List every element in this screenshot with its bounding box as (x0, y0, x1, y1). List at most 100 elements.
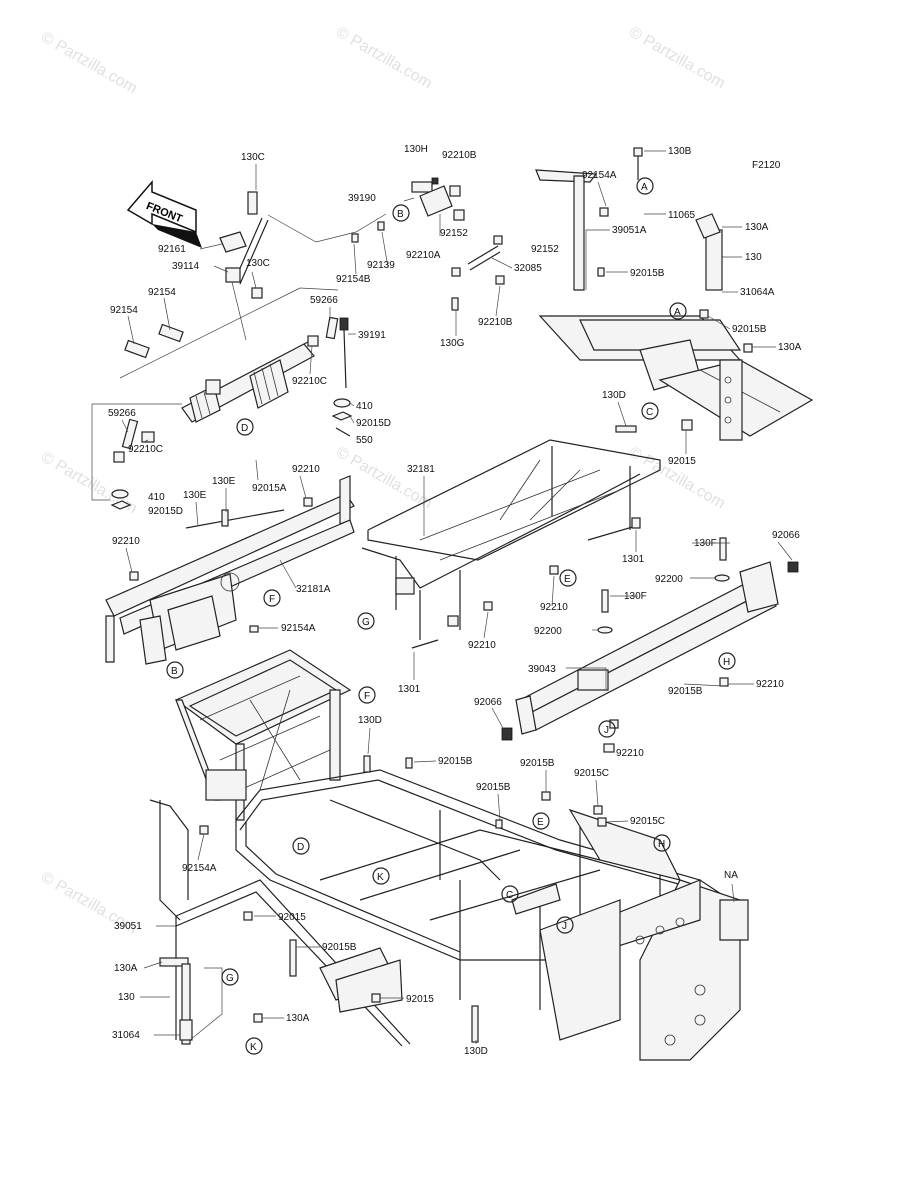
svg-text:E: E (564, 574, 571, 585)
part-label: 92154 (110, 305, 138, 316)
svg-text:K: K (377, 872, 384, 883)
part-label: 130A (286, 1013, 310, 1024)
part-label: 39051 (114, 921, 142, 932)
watermark: © Partzilla.com (333, 24, 435, 93)
watermarks: © Partzilla.com © Partzilla.com © Partzi… (38, 24, 728, 938)
part-label: 92015C (574, 768, 609, 779)
part-label: 92015B (630, 268, 665, 279)
part-label: 130F (624, 591, 647, 602)
svg-text:E: E (537, 817, 544, 828)
part-label: 32181 (407, 464, 435, 475)
svg-text:J: J (562, 921, 567, 932)
part-label: 39191 (358, 330, 386, 341)
part-label: 550 (356, 435, 373, 446)
part-label: 39043 (528, 664, 556, 675)
svg-text:D: D (297, 842, 304, 853)
svg-text:F: F (269, 594, 275, 605)
part-label: 92154 (148, 287, 176, 298)
part-label: 59266 (310, 295, 338, 306)
callout-circle: J (556, 916, 574, 934)
part-label: 92154B (336, 274, 371, 285)
callout-circle: K (372, 867, 390, 885)
part-label: 92154A (182, 863, 217, 874)
part-label: 130D (358, 715, 382, 726)
bed-mount-bracket (535, 147, 814, 441)
svg-text:H: H (658, 839, 665, 850)
callout-circle: B (166, 661, 184, 679)
svg-text:D: D (241, 423, 248, 434)
svg-text:B: B (171, 666, 178, 677)
front-arrow-icon: FRONT (126, 179, 202, 248)
part-label: 92152 (531, 244, 559, 255)
part-label: 32181A (296, 584, 331, 595)
callout-circle: E (559, 569, 577, 587)
part-label: 92015B (668, 686, 703, 697)
part-label: 92210 (756, 679, 784, 690)
part-label: 31064 (112, 1030, 140, 1041)
svg-text:G: G (226, 973, 234, 984)
part-label: 92152 (440, 228, 468, 239)
part-label: 130D (464, 1046, 488, 1057)
part-label: 92066 (772, 530, 800, 541)
callout-circle: K (245, 1037, 263, 1055)
rear-cross-member (501, 537, 799, 753)
part-label: 130C (241, 152, 265, 163)
svg-text:A: A (674, 307, 681, 318)
callout-circle: C (501, 885, 519, 903)
part-label: 92210 (616, 748, 644, 759)
part-label: 130H (404, 144, 428, 155)
part-label: 92154A (281, 623, 316, 634)
part-label: 92015B (438, 756, 473, 767)
svg-text:G: G (362, 617, 370, 628)
part-label: 130E (212, 476, 236, 487)
part-label: 92139 (367, 260, 395, 271)
part-label: 92161 (158, 244, 186, 255)
svg-text:B: B (397, 209, 404, 220)
part-label: 39190 (348, 193, 376, 204)
part-label: 130D (602, 390, 626, 401)
part-label: 92210C (128, 444, 163, 455)
callout-circle: G (357, 612, 375, 630)
callout-circle: F (263, 589, 281, 607)
part-label: 92210 (540, 602, 568, 613)
svg-text:H: H (723, 657, 730, 668)
watermark: © Partzilla.com (626, 444, 728, 513)
part-label: 1301 (398, 684, 421, 695)
bolt-130c (247, 191, 258, 215)
part-label: 11065 (668, 210, 696, 221)
part-label: 59266 (108, 408, 136, 419)
callout-circle: D (292, 837, 310, 855)
part-label: 92154A (582, 170, 617, 181)
watermark: © Partzilla.com (626, 24, 728, 93)
svg-text:J: J (604, 725, 609, 736)
svg-text:A: A (641, 182, 648, 193)
part-label: 130A (745, 222, 769, 233)
part-label: 92015B (732, 324, 767, 335)
part-label: 130B (668, 146, 692, 157)
part-label: 130E (183, 490, 207, 501)
part-label: 130A (778, 342, 802, 353)
callout-circle: A (669, 302, 687, 320)
part-label: 410 (356, 401, 373, 412)
part-label: 31064A (740, 287, 775, 298)
part-label: 92015B (520, 758, 555, 769)
steering-column-bracket (351, 177, 505, 311)
part-label: 92015D (148, 506, 183, 517)
part-label: 130 (118, 992, 135, 1003)
part-label: 92015B (476, 782, 511, 793)
part-label: 32085 (514, 263, 542, 274)
svg-text:F: F (364, 691, 370, 702)
callout-circle: G (221, 968, 239, 986)
part-label: 130F (694, 538, 717, 549)
callout-circle: H (653, 834, 671, 852)
steering-assembly (91, 191, 387, 510)
steering-sub-frame (105, 475, 355, 665)
callout-circle: B (392, 204, 410, 222)
part-label: 1301 (622, 554, 645, 565)
part-label: 92015 (278, 912, 306, 923)
part-label: 92210C (292, 376, 327, 387)
part-label: 92015A (252, 483, 287, 494)
callout-circle: H (718, 652, 736, 670)
part-label: 92015 (406, 994, 434, 1005)
